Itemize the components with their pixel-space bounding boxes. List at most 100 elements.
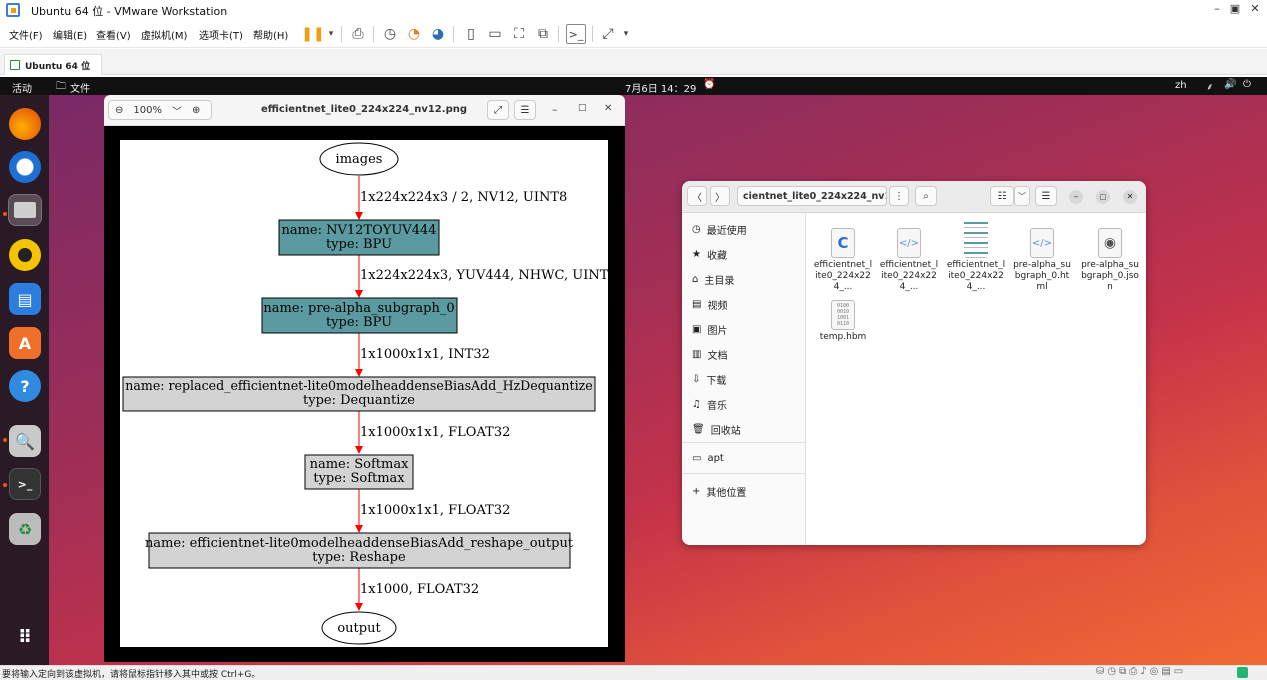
app-menu[interactable]: 文件 — [70, 84, 90, 95]
help-icon[interactable]: ? — [9, 370, 41, 402]
end-node-label: output — [337, 621, 381, 636]
network-icon[interactable]: ⸙ — [1206, 82, 1214, 93]
chevron-down-icon[interactable]: ﹀ — [1014, 186, 1030, 206]
menu-tabs[interactable]: 选项卡(T) — [199, 31, 243, 42]
file-item[interactable]: ◉ pre-alpha_subgraph_0.json — [1080, 228, 1140, 293]
zoom-level[interactable]: 100% — [133, 104, 162, 116]
file-item[interactable]: </> efficientnet_lite0_224x224_... — [879, 228, 939, 293]
files-sidebar: ◷最近使用 ★收藏 ⌂主目录 ▤视频 ▣图片 ▥文档 ⇩下载 ♫音乐 🗑回收站 … — [682, 213, 806, 545]
device-status-icons[interactable]: ⛁◷⧉⎙♪◎▤▭ — [1096, 666, 1187, 677]
clock[interactable]: 7月6日 14：29 — [625, 84, 697, 95]
menu-help[interactable]: 帮助(H) — [253, 31, 289, 42]
activities-button[interactable]: 活动 — [12, 84, 32, 95]
unity-icon[interactable]: ⧉ — [538, 26, 548, 42]
send-keys-icon[interactable]: ⎙ — [352, 26, 364, 42]
maximize-icon[interactable]: □ — [578, 103, 587, 113]
sidebar-item-music[interactable]: ♫音乐 — [692, 397, 727, 412]
dropdown-icon[interactable]: ▾ — [328, 29, 334, 39]
edge-label: 1x1000x1x1, FLOAT32 — [360, 503, 510, 518]
vm-tab[interactable]: Ubuntu 64 位 — [4, 54, 102, 75]
writer-icon[interactable]: ▤ — [9, 283, 41, 315]
clock-icon: ◷ — [692, 224, 701, 235]
sidebar-item-recent[interactable]: ◷ 最近使用 — [692, 222, 747, 237]
graph-node-nv12toyuv444 — [278, 219, 440, 256]
forward-icon[interactable]: 〉 — [710, 186, 730, 206]
file-item[interactable]: C efficientnet_lite0_224x224_... — [813, 228, 873, 293]
sidebar-item-other-locations[interactable]: +其他位置 — [692, 484, 746, 499]
home-icon: ⌂ — [692, 274, 699, 285]
zoom-out-icon[interactable]: ⊖ — [115, 104, 124, 116]
vm-tab-strip: Ubuntu 64 位 — [0, 49, 1267, 75]
sidebar-item-label: 收藏 — [706, 251, 727, 262]
sidebar-item-starred[interactable]: ★收藏 — [692, 247, 727, 262]
terminal-icon[interactable]: >_ — [9, 468, 41, 500]
close-icon[interactable]: ✕ — [1250, 2, 1260, 15]
node-type: type: Dequantize — [303, 393, 415, 408]
maximize-icon[interactable]: □ — [1096, 190, 1110, 204]
revert-snapshot-icon[interactable]: ◔ — [407, 26, 421, 42]
thunderbird-icon[interactable] — [9, 151, 41, 183]
zoom-control[interactable]: ⊖ 100% ﹀ ⊕ — [108, 100, 212, 120]
pause-icon[interactable]: ❚❚ — [301, 26, 325, 42]
path-menu-icon[interactable]: ⋮ — [889, 186, 909, 206]
message-log-icon[interactable] — [1237, 667, 1248, 678]
back-icon[interactable]: 〈 — [687, 186, 707, 206]
software-icon[interactable]: A — [9, 327, 41, 359]
search-icon[interactable]: ⌕ — [915, 186, 937, 206]
path-bar[interactable]: cientnet_lite0_224x224_nv12 — [737, 186, 887, 206]
zoom-in-icon[interactable]: ⊕ — [191, 104, 201, 116]
sidebar-item-downloads[interactable]: ⇩下载 — [692, 372, 726, 387]
restore-icon[interactable]: ▣ — [1229, 2, 1241, 15]
menu-edit[interactable]: 编辑(E) — [53, 31, 88, 42]
firefox-icon[interactable] — [9, 108, 41, 140]
sidebar-item-documents[interactable]: ▥文档 — [692, 347, 727, 362]
volume-icon[interactable]: 🔊 — [1224, 79, 1237, 90]
viewer-headerbar: ⊖ 100% ﹀ ⊕ efficientnet_lite0_224x224_nv… — [104, 95, 625, 126]
sidebar-item-trash[interactable]: 🗑回收站 — [692, 422, 741, 437]
show-apps-icon[interactable]: ⠿ — [17, 626, 33, 648]
file-item[interactable]: </> pre-alpha_subgraph_0.html — [1012, 228, 1072, 293]
power-icon[interactable]: ⏻ — [1243, 79, 1251, 90]
console-view-icon[interactable]: >_ — [566, 24, 586, 44]
sidebar-item-videos[interactable]: ▤视频 — [692, 297, 727, 312]
sidebar-item-label: 最近使用 — [706, 226, 747, 237]
files-icon[interactable] — [8, 194, 42, 226]
image-viewer-icon[interactable]: 🔍 — [9, 425, 41, 457]
close-icon[interactable]: ✕ — [604, 103, 613, 114]
minimize-icon[interactable]: – — [1069, 190, 1083, 204]
snapshot-icon[interactable]: ◷ — [383, 26, 397, 42]
snapshot-manager-icon[interactable]: ◕ — [431, 26, 445, 42]
list-view-icon[interactable]: ☷ — [990, 186, 1014, 206]
menu-icon[interactable]: ☰ — [514, 100, 536, 120]
window-title: Ubuntu 64 位 - VMware Workstation — [31, 5, 228, 18]
rhythmbox-icon[interactable] — [9, 239, 41, 271]
expand-icon[interactable]: ⤢ — [487, 100, 509, 120]
graph-node-pre-alpha-subgraph — [261, 297, 458, 334]
stretch-guest-icon[interactable]: ⤢ — [602, 26, 614, 42]
sidebar-item-pictures[interactable]: ▣图片 — [692, 322, 727, 337]
start-node — [319, 142, 399, 176]
chevron-down-icon[interactable]: ﹀ — [171, 106, 182, 118]
running-indicator — [3, 212, 7, 216]
menu-file[interactable]: 文件(F) — [9, 31, 43, 42]
minimize-icon[interactable]: – — [552, 103, 558, 116]
file-item[interactable]: efficientnet_lite0_224x224_... — [946, 218, 1006, 293]
trash-icon[interactable]: ♻ — [9, 513, 41, 545]
graph-node-softmax — [304, 454, 414, 490]
sidebar-item-apt[interactable]: ▭apt — [692, 453, 724, 464]
dropdown-icon[interactable]: ▾ — [623, 29, 629, 39]
file-name: efficientnet_lite0_224x224_... — [879, 260, 939, 292]
minimize-icon[interactable]: – — [1214, 2, 1220, 15]
menu-vm[interactable]: 虚拟机(M) — [141, 31, 188, 42]
node-type: type: BPU — [326, 315, 392, 330]
menu-view[interactable]: 查看(V) — [96, 31, 131, 42]
node-type: type: Reshape — [312, 550, 406, 565]
thumbnail-icon[interactable]: ▭ — [488, 26, 502, 42]
fullscreen-icon[interactable]: ⛶ — [514, 26, 524, 42]
sidebar-item-home[interactable]: ⌂主目录 — [692, 272, 734, 287]
sidebar-toggle-icon[interactable]: ▯ — [467, 26, 475, 42]
close-icon[interactable]: ✕ — [1123, 190, 1137, 204]
menu-icon[interactable]: ☰ — [1035, 186, 1057, 206]
input-method[interactable]: zh — [1175, 80, 1187, 91]
